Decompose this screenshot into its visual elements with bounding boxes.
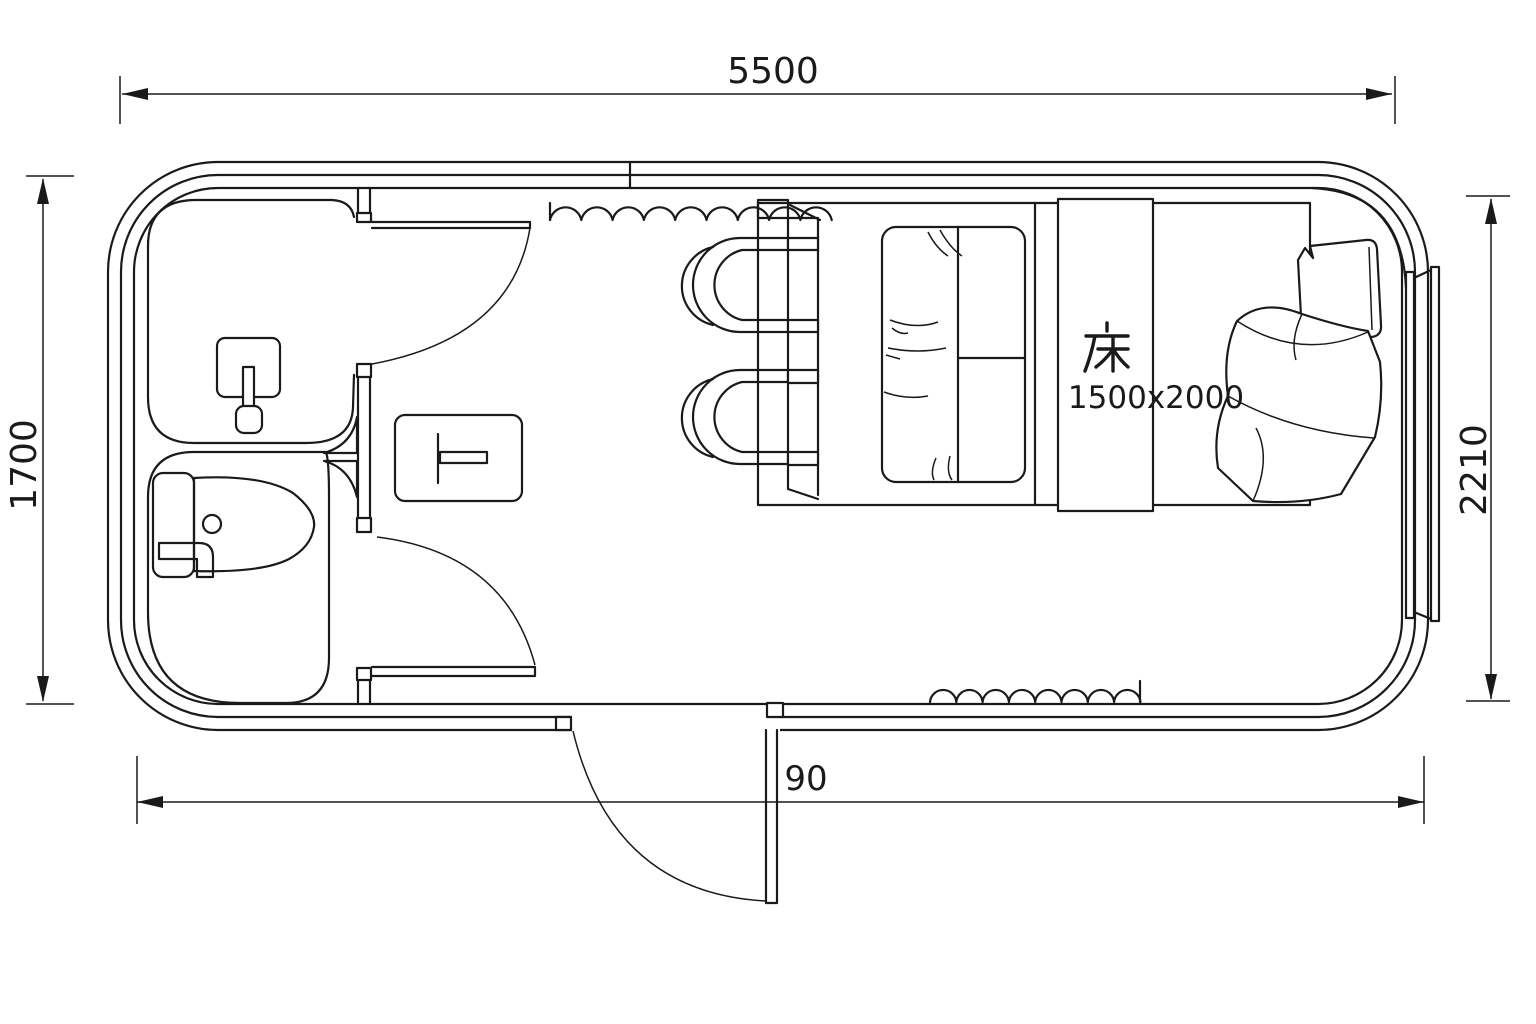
toilet-handle xyxy=(157,541,215,579)
brace-triangle-upper xyxy=(322,415,359,455)
blanket-runner xyxy=(1056,197,1155,513)
dimension-bottom: 90 xyxy=(136,756,1425,824)
arrow-right-icon xyxy=(1366,88,1392,100)
doors xyxy=(370,220,785,905)
chair-2-back xyxy=(680,377,715,459)
chair-2-inner xyxy=(713,380,790,454)
chair-1-outer xyxy=(691,236,790,334)
arrow-left-icon xyxy=(122,88,148,100)
toilet-room-door xyxy=(370,536,537,678)
dimension-top: 5500 xyxy=(119,51,1396,124)
arrow-down-icon xyxy=(1485,674,1497,700)
entrance-door xyxy=(554,701,785,905)
curtains xyxy=(548,201,1142,704)
dimension-left: 1700 xyxy=(4,175,74,705)
entrance-left-jamb xyxy=(554,715,573,732)
dimension-label-top: 5500 xyxy=(727,51,819,92)
dimension-right: 2210 xyxy=(1454,195,1510,702)
chair-2-outer xyxy=(691,368,790,466)
chair-1-inner xyxy=(713,248,790,322)
toilet-bowl xyxy=(192,476,316,573)
right-window-panel xyxy=(1310,186,1441,623)
nightstand xyxy=(393,413,524,503)
headboard-ledge xyxy=(756,198,820,501)
entrance-door-leaf xyxy=(764,728,779,905)
window-outer-panel xyxy=(1429,265,1441,623)
curtain-bottom xyxy=(928,679,1142,704)
nightstand-tee-bar xyxy=(438,450,489,465)
arrow-up-icon xyxy=(1485,198,1497,224)
sink-door-swing-arc xyxy=(371,227,531,365)
quilt-lower xyxy=(1215,306,1383,504)
chair-1 xyxy=(680,236,790,334)
dimension-left-ticks xyxy=(26,175,74,705)
entrance-right-jamb xyxy=(765,701,785,719)
bed-size-label: 1500x2000 xyxy=(1068,380,1244,416)
window-inner-frame xyxy=(1404,270,1416,620)
chair-1-back xyxy=(680,245,715,327)
arrow-down-icon xyxy=(37,676,49,702)
sink-room-door xyxy=(370,220,532,365)
duvet-outline xyxy=(880,225,1027,484)
dimension-bottom-extension-lines xyxy=(136,756,1425,824)
sink xyxy=(215,336,282,435)
dimension-label-door: 90 xyxy=(784,759,827,799)
arrow-right-icon xyxy=(1398,796,1424,808)
bed-duvet xyxy=(880,225,1027,484)
toilet-room-outline xyxy=(146,450,331,705)
dimension-top-extension-lines xyxy=(119,76,1396,124)
duvet-creases xyxy=(883,229,963,481)
sink-room-outline xyxy=(146,198,356,445)
toilet-flush-button xyxy=(201,513,223,535)
toilet xyxy=(151,471,316,579)
brace-triangle-lower xyxy=(322,459,359,499)
partition-wall xyxy=(322,186,373,705)
bed-label-glyph xyxy=(1083,321,1130,373)
nightstand-top xyxy=(393,413,524,503)
toilet-door-leaf xyxy=(370,665,537,678)
dimension-label-left: 1700 xyxy=(4,419,45,511)
toilet-tank xyxy=(151,471,196,579)
dimension-right-ticks xyxy=(1466,195,1510,702)
arrow-left-icon xyxy=(137,796,163,808)
window-frame-caps xyxy=(1412,268,1433,621)
bedroom xyxy=(393,197,1383,513)
inner-wall-line xyxy=(132,186,1404,706)
corner-trim-arc xyxy=(1310,186,1408,290)
arrow-up-icon xyxy=(37,178,49,204)
entrance-door-swing-arc xyxy=(572,730,767,902)
chair-2 xyxy=(680,368,790,466)
bathroom xyxy=(146,186,373,705)
faucet-head xyxy=(234,404,264,435)
toilet-door-swing-arc xyxy=(376,536,536,666)
sink-door-leaf xyxy=(370,220,532,230)
curtain-top xyxy=(548,201,833,222)
bed-label: 床 1500x2000 xyxy=(1068,321,1244,416)
dimension-label-right: 2210 xyxy=(1454,424,1495,516)
